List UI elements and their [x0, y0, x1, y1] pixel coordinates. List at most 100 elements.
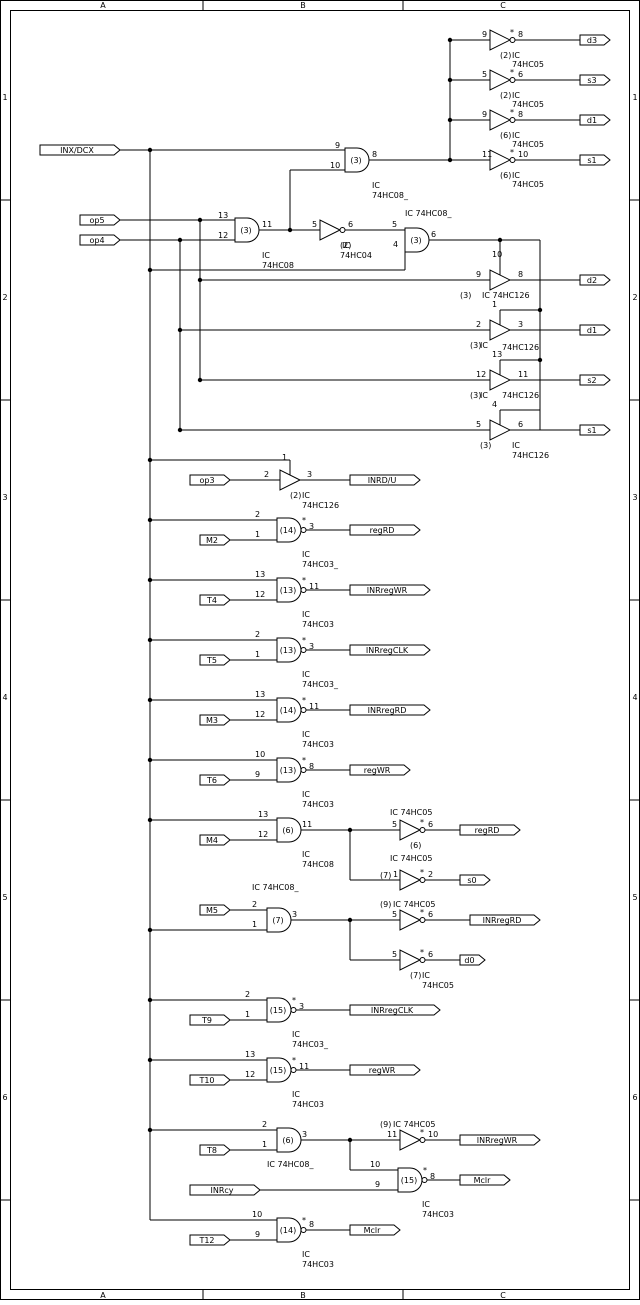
gate-unit-label: (3): [470, 341, 481, 350]
pin-label: 9: [255, 770, 260, 779]
ic-label: 74HC03: [302, 800, 334, 809]
pin-label: 12: [258, 830, 268, 839]
and-gate: [276, 1127, 302, 1153]
input-port: [189, 1014, 231, 1026]
pin-label: 5: [392, 220, 397, 229]
ic-label: IC: [512, 51, 520, 60]
output-port: [459, 874, 491, 886]
pin-label: 3: [309, 522, 314, 531]
ic-label: IC: [512, 131, 520, 140]
input-port: [199, 654, 231, 666]
open-collector-mark: *: [302, 576, 306, 585]
column-marker: A: [100, 1291, 106, 1300]
pin-label: 5: [482, 70, 487, 79]
inversion-bubble: [300, 707, 307, 713]
ic-label: 74HC05: [512, 100, 544, 109]
and-gate: [404, 227, 430, 253]
pin-label: 10: [255, 750, 265, 759]
open-collector-inverter: [489, 149, 512, 171]
ic-label: IC: [262, 251, 270, 260]
gate-unit-label: (3): [470, 391, 481, 400]
and-gate: [344, 147, 370, 173]
row-marker: 5: [632, 893, 637, 902]
open-collector-mark: *: [510, 108, 514, 117]
pin-label: 12: [255, 590, 265, 599]
input-port-label: T12: [198, 1236, 214, 1245]
junction-dot: [147, 1057, 153, 1063]
pin-label: 1: [252, 920, 257, 929]
pin-label: 6: [518, 420, 523, 429]
input-port: [199, 534, 231, 546]
pin-label: 6: [518, 70, 523, 79]
junction-dot: [147, 577, 153, 583]
drawing-area-border: [10, 10, 630, 1290]
output-port: [349, 474, 421, 486]
open-collector-mark: *: [420, 1128, 424, 1137]
open-collector-inverter: [489, 29, 512, 51]
ic-label: IC: [512, 91, 520, 100]
pin-label: 8: [372, 150, 377, 159]
not-gate: [319, 219, 342, 241]
inversion-bubble: [421, 1177, 428, 1183]
ic-label: 74HC126: [302, 501, 339, 510]
ic-label: IC 74HC08_: [405, 209, 452, 218]
pin-label: 8: [430, 1172, 435, 1181]
pin-label: 2: [264, 470, 269, 479]
open-collector-mark: *: [292, 996, 296, 1005]
open-collector-inverter: [399, 1129, 422, 1151]
gate-unit-label: (14): [280, 706, 296, 715]
pin-label: 9: [335, 141, 340, 150]
output-port: [579, 324, 611, 336]
output-port-label: Mclr: [364, 1226, 382, 1235]
ic-label: 74HC03: [302, 1260, 334, 1269]
ic-label: IC 74HC05: [393, 900, 435, 909]
pin-label: 13: [255, 570, 265, 579]
inversion-bubble: [509, 117, 516, 123]
input-port-label: T5: [206, 656, 217, 665]
gate-unit-label: (2): [290, 491, 301, 500]
inversion-bubble: [290, 1067, 297, 1073]
output-port-label: regRD: [370, 526, 395, 535]
ic-label: IC: [372, 181, 380, 190]
open-collector-inverter: [399, 949, 422, 971]
input-port-label: T10: [198, 1076, 214, 1085]
input-port-label: INX/DCX: [60, 146, 94, 155]
junction-dot: [147, 517, 153, 523]
open-collector-mark: *: [420, 868, 424, 877]
output-port: [459, 824, 521, 836]
input-port-label: op3: [199, 476, 214, 485]
ic-label: 74HC03: [302, 740, 334, 749]
gate-unit-label: (2): [500, 51, 511, 60]
input-port-label: T9: [201, 1016, 212, 1025]
pin-label: 2: [262, 1120, 267, 1129]
junction-dot: [147, 267, 153, 273]
pin-label: 10: [428, 1130, 438, 1139]
output-port-label: INRregWR: [477, 1136, 518, 1145]
pin-label: 5: [392, 950, 397, 959]
row-marker: 3: [632, 493, 637, 502]
pin-label: 2: [252, 900, 257, 909]
pin-label: 10: [492, 250, 502, 259]
gate-unit-label: (3): [410, 236, 421, 245]
output-port: [579, 274, 611, 286]
and-gate: [276, 817, 302, 843]
ic-label: 74HC05: [512, 180, 544, 189]
open-collector-mark: *: [292, 1056, 296, 1065]
pin-label: 1: [262, 1140, 267, 1149]
output-port-label: INRregRD: [368, 706, 407, 715]
pin-label: 8: [309, 762, 314, 771]
row-marker: 3: [2, 493, 7, 502]
ic-label: 74HC03_: [302, 560, 339, 569]
ic-label: IC: [302, 850, 310, 859]
output-port: [579, 424, 611, 436]
input-port-label: M4: [206, 836, 218, 845]
inversion-bubble: [300, 647, 307, 653]
ic-label: 74HC03: [292, 1100, 324, 1109]
output-port-label: Mclr: [474, 1176, 492, 1185]
and-gate: [266, 907, 292, 933]
gate-unit-label: (15): [270, 1066, 286, 1075]
pin-label: 4: [393, 240, 398, 249]
pin-label: 6: [428, 910, 433, 919]
input-port: [39, 144, 121, 156]
output-port-label: INRregWR: [367, 586, 408, 595]
